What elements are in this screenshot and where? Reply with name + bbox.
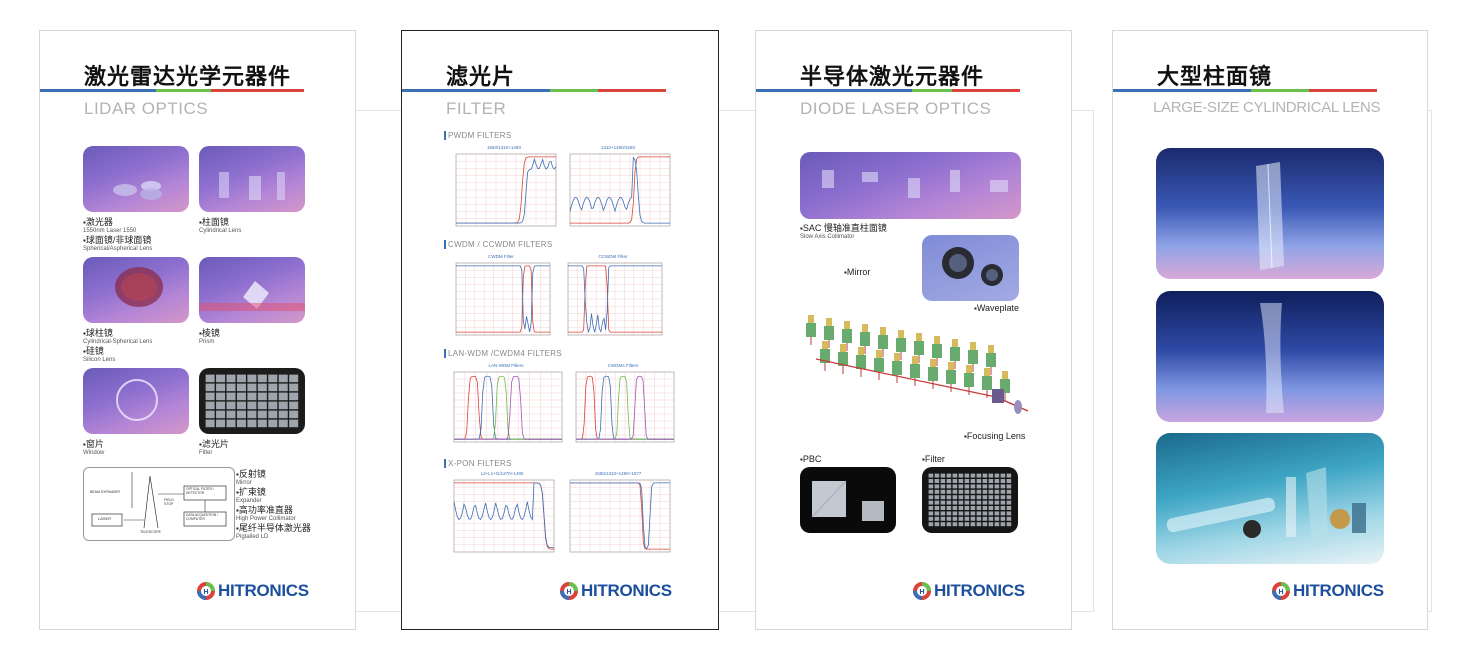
hitronics-logo-icon: H <box>196 581 216 601</box>
lens-illustration <box>113 181 162 200</box>
product-photo-cylindrical-lens-1 <box>1156 148 1384 279</box>
panel-title-cn: 激光雷达光学元器件 <box>84 64 292 89</box>
product-photo-filter-array <box>922 467 1018 533</box>
brand-logo: H HITRONICS <box>196 581 309 601</box>
lens-illustration <box>115 267 163 307</box>
hitronics-logo-icon: H <box>559 581 579 601</box>
hitronics-logo-icon: H <box>912 581 932 601</box>
product-photo-prism <box>199 257 305 323</box>
filter-chart: 1310+1490/1550 <box>562 145 674 234</box>
product-photo-cylindrical-lens-3 <box>1156 433 1384 564</box>
lens-illustration <box>219 172 285 200</box>
filter-chart: 1550/1310+1490 <box>448 145 560 234</box>
panel-title-cn: 大型柱面镜 <box>1157 64 1273 89</box>
panel-large-cylindrical-lens[interactable]: 大型柱面镜 LARGE-SIZE CYLINDRICAL LENS H HITR… <box>1112 30 1428 630</box>
window-illustration <box>116 379 158 421</box>
panel-title-en: FILTER <box>446 99 507 118</box>
svg-text:H: H <box>203 589 208 596</box>
diagram-label-telescope: TELESCOPE <box>140 530 162 534</box>
product-photo-cylindrical-lens <box>199 146 305 212</box>
filter-grid-illustration <box>205 374 299 428</box>
filter-chart: CWDM4 Filters <box>568 363 678 450</box>
product-photo-waveplate <box>922 235 1019 301</box>
lens-assortment-illustration <box>1166 467 1366 545</box>
section-pwdm: PWDM FILTERS <box>444 131 511 140</box>
filter-grid-illustration <box>928 473 1012 527</box>
panel-title-en: LIDAR OPTICS <box>84 99 209 118</box>
section-lanwdm: LAN-WDM /CWDM4 FILTERS <box>444 349 562 358</box>
product-photo-cylindrical-spherical-lens <box>83 257 189 323</box>
diagram-label-daq: DATA ACQUISITION / COMPUTER <box>186 513 219 521</box>
glass-bar-illustration <box>1256 162 1284 270</box>
product-photo-pbc <box>800 467 896 533</box>
diode-module-illustration <box>806 315 1029 414</box>
hitronics-logo-icon: H <box>1271 581 1291 601</box>
filter-chart: CWDM Filter <box>448 254 554 343</box>
filter-chart: L2+L1+G/1270+1490 <box>446 471 558 560</box>
svg-text:H: H <box>919 589 924 596</box>
brand-logo: H HITRONICS <box>912 581 1025 601</box>
caption-waveplate: ▪Waveplate <box>974 303 1020 313</box>
filter-chart: CCWDM Filter <box>560 254 666 343</box>
caption-pbc: ▪PBC <box>800 454 822 464</box>
diagram-lines <box>91 472 227 529</box>
waveplate-illustration <box>942 247 1003 286</box>
caption-focusing-lens: ▪Focusing Lens <box>964 431 1026 441</box>
svg-text:H: H <box>1278 589 1283 596</box>
brand-logo: H HITRONICS <box>559 581 672 601</box>
color-stripe <box>756 89 1020 92</box>
svg-text:H: H <box>566 589 571 596</box>
diagram-label-laser: LASER <box>98 516 112 521</box>
color-stripe <box>1113 89 1377 92</box>
panel-filter[interactable]: 滤光片 FILTER PWDM FILTERS CWDM / CCWDM FIL… <box>401 30 719 630</box>
product-photo-window <box>83 368 189 434</box>
pbc-cube-illustration <box>811 480 884 521</box>
product-photo-sac <box>800 152 1021 219</box>
section-xpon: X-PON FILTERS <box>444 459 512 468</box>
lidar-system-diagram: LASER BEAM EXPANDER TELESCOPE FIELD STOP… <box>83 467 235 541</box>
panel-title-en: LARGE-SIZE CYLINDRICAL LENS <box>1153 99 1381 116</box>
color-stripe <box>402 89 666 92</box>
product-photo-cylindrical-lens-2 <box>1156 291 1384 422</box>
panel-diode-laser-optics[interactable]: 半导体激光元器件 DIODE LASER OPTICS ▪SAC 慢轴准直柱面镜… <box>755 30 1072 630</box>
color-stripe <box>40 89 304 92</box>
panel-title-cn: 滤光片 <box>446 64 516 89</box>
glass-bar-illustration <box>1260 303 1284 413</box>
prism-illustration <box>199 281 305 311</box>
diagram-label-beam: BEAM EXPANDER <box>90 490 120 494</box>
panel-title-cn: 半导体激光元器件 <box>800 64 985 89</box>
product-photo-filter <box>199 368 305 434</box>
sac-lens-illustration <box>822 170 1008 198</box>
product-photo-laser <box>83 146 189 212</box>
diagram-label-field: FIELD STOP <box>164 498 174 506</box>
caption-filter: ▪Filter <box>922 454 945 464</box>
filter-chart: LAN-WDM Filters <box>446 363 566 450</box>
filter-chart: 1550/1310+1490+1577 <box>562 471 674 560</box>
caption-mirror: ▪Mirror <box>844 267 871 277</box>
section-cwdm: CWDM / CCWDM FILTERS <box>444 240 553 249</box>
brand-logo: H HITRONICS <box>1271 581 1384 601</box>
panel-title-en: DIODE LASER OPTICS <box>800 99 992 118</box>
diagram-label-detector: OPTICAL FILTER / DETECTOR <box>186 487 214 495</box>
